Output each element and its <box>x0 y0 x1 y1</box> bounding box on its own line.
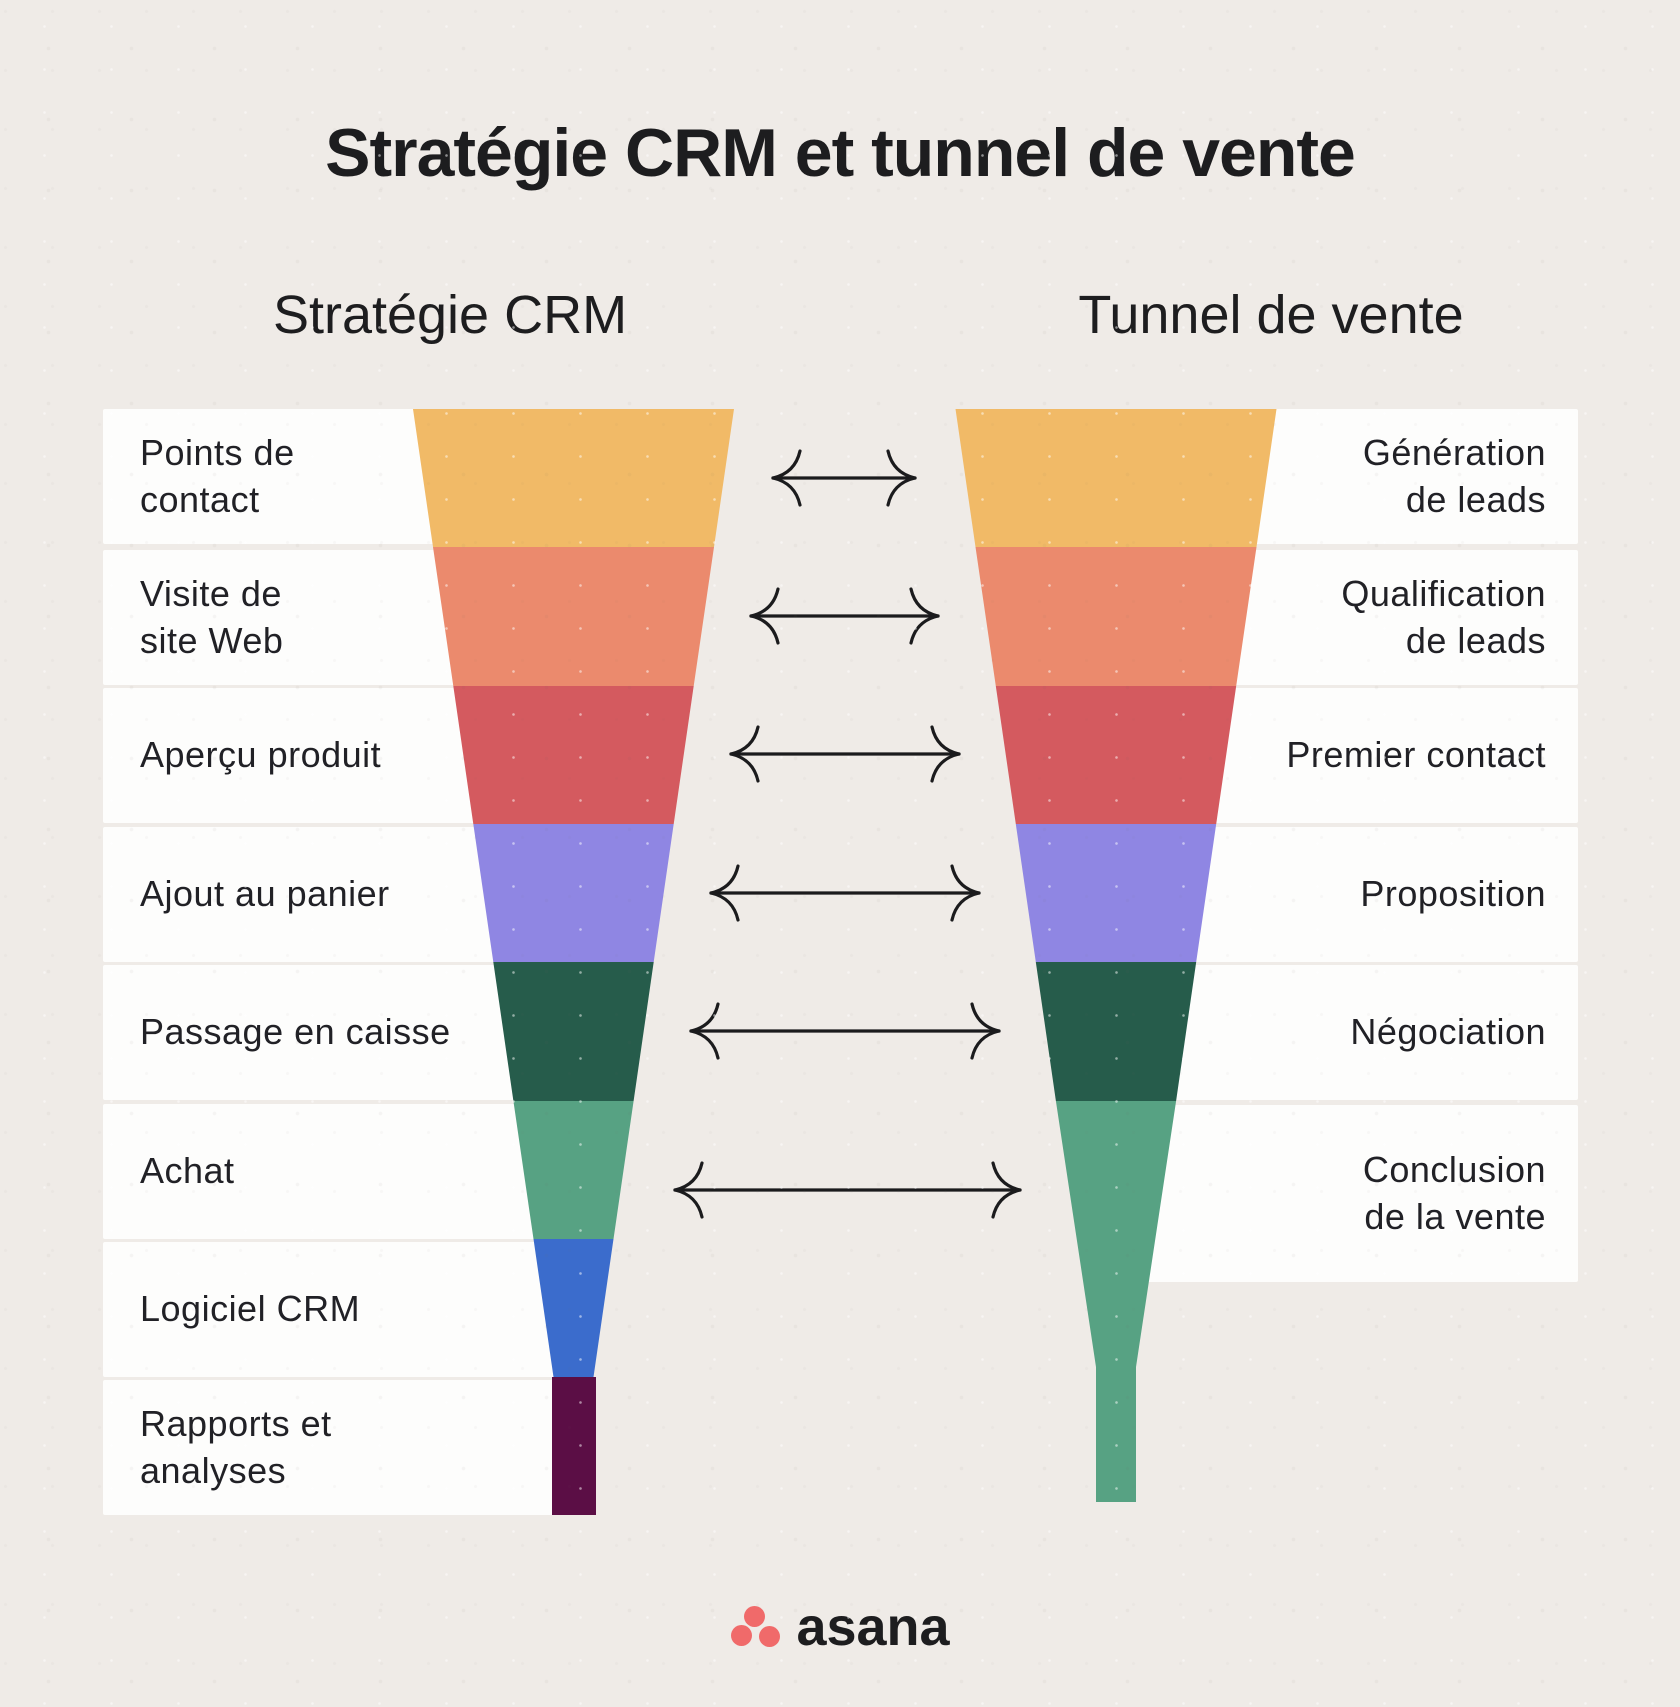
right-stage-label-1: Génération de leads <box>1362 432 1546 520</box>
left-column-header: Stratégie CRM <box>272 285 628 345</box>
left-stage-label-1: Points de contact <box>140 432 295 520</box>
left-stage-label-3: Aperçu produit <box>140 734 382 776</box>
mapping-arrows <box>673 449 1022 1219</box>
left-stage-card-8: Rapports et analyses <box>103 1380 585 1515</box>
left-stage-card-3: Aperçu produit <box>103 688 585 823</box>
bidirectional-arrow-3 <box>729 725 961 783</box>
left-stage-card-4: Ajout au panier <box>103 827 585 962</box>
asana-dot-right <box>758 1625 780 1647</box>
left-stage-label-2: Visite de site Web <box>140 573 284 661</box>
bidirectional-arrow-6 <box>673 1161 1022 1219</box>
right-stage-card-5: Négociation <box>1116 965 1578 1100</box>
right-column-header: Tunnel de vente <box>1078 285 1464 345</box>
asana-dot-left <box>730 1624 752 1646</box>
left-stage-card-5: Passage en caisse <box>103 965 585 1100</box>
right-stage-card-2: Qualification de leads <box>1116 550 1578 685</box>
right-stage-label-6: Conclusion de la vente <box>1362 1149 1546 1237</box>
right-stage-card-6: Conclusion de la vente <box>1116 1105 1578 1282</box>
left-stage-card-2: Visite de site Web <box>103 550 585 685</box>
left-stage-label-4: Ajout au panier <box>140 873 390 915</box>
left-stage-card-6: Achat <box>103 1104 585 1239</box>
left-stage-label-5: Passage en caisse <box>140 1011 451 1053</box>
asana-dot-top <box>743 1605 765 1627</box>
bidirectional-arrow-2 <box>749 587 940 645</box>
left-stage-label-7: Logiciel CRM <box>140 1288 361 1330</box>
asana-three-dots-icon <box>730 1605 780 1647</box>
right-stage-label-4: Proposition <box>1360 873 1546 915</box>
left-stage-card-7: Logiciel CRM <box>103 1242 585 1377</box>
page-title: Stratégie CRM et tunnel de vente <box>325 115 1356 191</box>
right-stage-card-3: Premier contact <box>1116 688 1578 823</box>
right-stage-label-5: Négociation <box>1350 1011 1546 1053</box>
right-stage-card-1: Génération de leads <box>1116 409 1578 544</box>
left-stage-label-8: Rapports et analyses <box>140 1403 332 1491</box>
bidirectional-arrow-1 <box>771 449 917 507</box>
left-stage-label-6: Achat <box>140 1150 235 1192</box>
right-stage-card-4: Proposition <box>1116 827 1578 962</box>
right-stage-label-3: Premier contact <box>1286 734 1546 776</box>
asana-logo: asana <box>0 1594 1680 1658</box>
right-stage-label-2: Qualification de leads <box>1341 573 1546 661</box>
left-stage-card-1: Points de contact <box>103 409 585 544</box>
bidirectional-arrow-5 <box>689 1002 1001 1060</box>
bidirectional-arrow-4 <box>709 864 981 922</box>
asana-wordmark: asana <box>796 1597 950 1657</box>
